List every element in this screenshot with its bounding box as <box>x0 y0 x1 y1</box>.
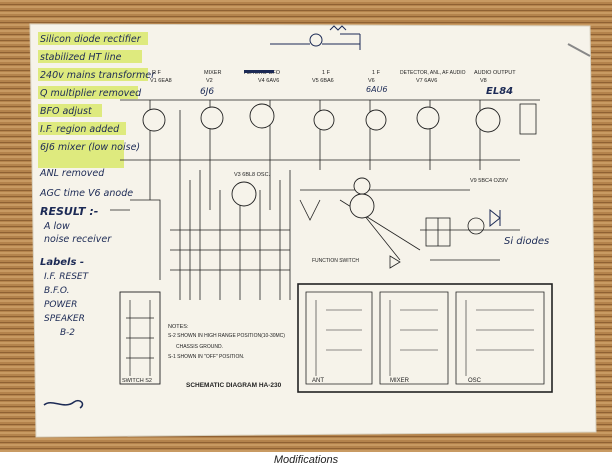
tube-label-v6: V6 <box>368 78 375 84</box>
tube-v2 <box>200 106 224 130</box>
svg-text:240v mains transformer: 240v mains transformer <box>40 70 156 81</box>
svg-text:AGC time V6 anode: AGC time V6 anode <box>39 188 133 199</box>
note-2: stabilized HT line <box>40 52 122 63</box>
tube-label-v1: V1 6EA8 <box>150 78 172 84</box>
tube-label-v7: V7 6AV6 <box>416 78 437 84</box>
tube-label-if2: 1 F <box>372 70 381 76</box>
switch-s2-label: SWITCH S2 <box>122 378 152 384</box>
tube-label-detector: DETECTOR, ANL, AF AUDIO <box>400 70 466 76</box>
tube-label-audio-out: AUDIO OUTPUT <box>474 70 516 76</box>
notes-title: NOTES: <box>168 324 189 330</box>
pen-mark-topright <box>567 43 591 57</box>
paper-sheet <box>29 23 597 438</box>
schematic-notes: NOTES: S-2 SHOWN IN HIGH RANGE POSITION(… <box>168 324 285 360</box>
coil-section-ant: ANT <box>312 378 324 384</box>
tube-label-v5: V5 6BA6 <box>312 78 334 84</box>
coil-section-osc: OSC <box>468 378 482 384</box>
diagram-title: SCHEMATIC DIAGRAM HA-230 <box>186 382 282 389</box>
tube-v7 <box>416 106 440 130</box>
tube-label-rf: R F <box>152 70 162 76</box>
result-heading: RESULT :- <box>40 205 98 218</box>
tube-v4 <box>249 103 275 129</box>
label-power: POWER <box>44 300 77 310</box>
note-5: BFO adjust <box>40 106 93 117</box>
struck-out-mark <box>244 70 274 73</box>
diode-sketch <box>489 208 501 228</box>
notes-line-1: S-2 SHOWN IN HIGH RANGE POSITION(10-30MC… <box>168 333 285 339</box>
svg-text:6J6 mixer (low noise): 6J6 mixer (low noise) <box>40 142 140 153</box>
svg-text:RESULT :-: RESULT :- <box>40 205 98 218</box>
tube-label-v3: V3 6BL8 OSC. <box>234 172 271 178</box>
svg-text:Q multiplier removed: Q multiplier removed <box>40 88 142 99</box>
svg-text:B-2: B-2 <box>60 328 75 338</box>
highlighter-marks <box>38 32 148 168</box>
svg-text:Labels -: Labels - <box>40 257 84 268</box>
labels-heading: Labels - <box>40 257 84 268</box>
tube-v1 <box>142 108 166 132</box>
svg-text:BFO adjust: BFO adjust <box>40 106 93 117</box>
tube-v6 <box>365 109 387 131</box>
label-if-reset: I.F. RESET <box>44 272 90 282</box>
result-note: RESULT :- A low noise receiver <box>40 205 112 245</box>
svg-text:A low: A low <box>43 221 70 232</box>
svg-text:I.F. RESET: I.F. RESET <box>44 272 90 282</box>
tube-symbols <box>142 103 501 219</box>
note-9: AGC time V6 anode <box>39 188 133 199</box>
svg-text:SPEAKER: SPEAKER <box>44 314 85 324</box>
schematic-wiring <box>110 99 540 300</box>
tube-v5 <box>313 109 335 131</box>
tube-labels: R F V1 6EA8 MIXER V2 6J6 HETERO-BFO V4 6… <box>150 70 516 184</box>
handwritten-notes: Silicon diode rectifier stabilized HT li… <box>39 34 156 199</box>
result-line-2: noise receiver <box>44 234 112 245</box>
note-6: I.F. region added <box>40 124 120 135</box>
note-8: ANL removed <box>39 168 105 179</box>
svg-text:Silicon diode rectifier: Silicon diode rectifier <box>40 34 142 45</box>
switch-s2: SWITCH S2 <box>119 291 161 385</box>
right-note-si-diodes: Si diodes <box>504 236 549 247</box>
note-3: 240v mains transformer <box>40 70 156 81</box>
svg-text:I.F. region added: I.F. region added <box>40 124 120 135</box>
result-line-1: A low <box>43 221 70 232</box>
tube-label-if1: 1 F <box>322 70 331 76</box>
notes-line-3: S-1 SHOWN IN "OFF" POSITION. <box>168 354 244 360</box>
tube-label-v9: V9 5BC4 OZ9V <box>470 178 508 184</box>
coil-switch-box: ANT MIXER OSC <box>297 283 553 393</box>
note-7: 6J6 mixer (low noise) <box>40 142 140 153</box>
tube-v3 <box>231 181 257 207</box>
tube-v8 <box>475 107 501 133</box>
hand-label-6j6: 6J6 <box>200 87 214 97</box>
tube-label-mixer: MIXER <box>204 70 221 76</box>
note-4: Q multiplier removed <box>40 88 142 99</box>
label-speaker: SPEAKER <box>44 314 85 324</box>
tube-label-v2: V2 <box>206 78 213 84</box>
svg-text:stabilized HT line: stabilized HT line <box>40 52 122 63</box>
coil-section-mixer: MIXER <box>390 378 410 384</box>
function-switch-label: FUNCTION SWITCH <box>312 258 359 264</box>
tube-label-v4: V4 6AV6 <box>258 78 279 84</box>
tube-label-v8: V8 <box>480 78 487 84</box>
ink-scribble <box>43 399 84 409</box>
svg-text:B.F.O.: B.F.O. <box>44 286 70 296</box>
label-bfo: B.F.O. <box>44 286 70 296</box>
svg-text:POWER: POWER <box>44 300 77 310</box>
label-b2: B-2 <box>60 328 75 338</box>
schematic-photo: Silicon diode rectifier stabilized HT li… <box>0 0 612 452</box>
photo-caption: Modifications <box>273 454 339 466</box>
hand-label-el84: EL84 <box>486 86 513 97</box>
top-sketch <box>270 25 361 50</box>
components <box>299 103 537 269</box>
tube-v9 <box>349 193 375 219</box>
hand-label-6au6: 6AU6 <box>366 85 388 94</box>
svg-text:noise receiver: noise receiver <box>44 234 112 245</box>
notes-line-2: CHASSIS GROUND. <box>176 344 223 350</box>
tube-v9b <box>353 177 371 195</box>
note-1: Silicon diode rectifier <box>40 34 142 45</box>
labels-note: Labels - I.F. RESET B.F.O. POWER SPEAKER… <box>40 257 90 338</box>
svg-text:ANL removed: ANL removed <box>39 168 105 179</box>
